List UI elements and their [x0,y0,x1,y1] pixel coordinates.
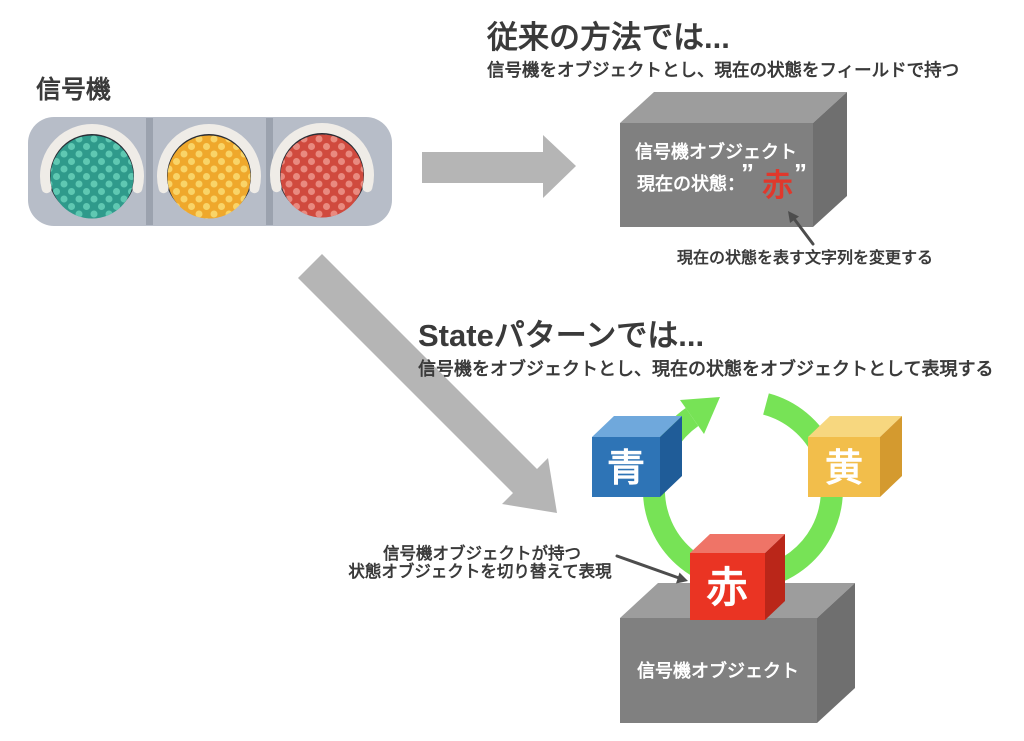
arrow-diagonal-icon [298,254,557,513]
state-cube-blue-label: 青 [607,448,645,490]
state-cube-red-label: 赤 [706,564,748,611]
state-cube-yellow-label: 黄 [825,448,863,490]
quote-close: ” [794,158,807,188]
state-note-line1: 信号機オブジェクトが持つ [383,543,581,563]
cube-front-face [690,553,765,620]
red-light [270,123,374,218]
cube-side-face [880,416,902,497]
box-side-face [813,92,847,227]
state-cube-blue: 青 [592,416,682,497]
current-state-value: 赤 [762,168,793,203]
cube-top-face [808,416,902,437]
conventional-subtitle: 信号機をオブジェクトとし、現在の状態をフィールドで持つ [487,60,959,80]
cube-top-face [690,534,785,553]
conventional-note-group: 現在の状態を表す文字列を変更する [677,211,933,267]
lamp-dots [50,135,134,219]
cube-side-face [660,416,682,497]
quote-open: ” [741,158,754,188]
cube-front-face [592,437,660,497]
cube-top-face [592,416,682,437]
state-note-line2: 状態オブジェクトを切り替えて表現 [348,561,612,581]
note-arrow-line [793,218,815,246]
note-arrow-line [615,554,681,580]
box-side-face [817,583,855,723]
traffic-light-label: 信号機 [36,76,111,104]
green-light [40,124,144,219]
cycle-arrowhead-icon [680,397,720,434]
note-arrowhead-icon [676,572,688,584]
state-pattern-section: Stateパターンでは... 信号機をオブジェクトとし、現在の状態をオブジェクト… [348,318,993,723]
box-front-face [620,123,813,227]
box-top-face [620,92,847,123]
state-box-title: 信号機オブジェクト [637,660,799,681]
cube-front-face [808,437,880,497]
conventional-box-title: 信号機オブジェクト [635,141,797,162]
note-arrowhead-icon [788,211,799,223]
state-cube-yellow: 黄 [808,416,902,497]
traffic-light-illustration: 信号機 [28,76,392,226]
lamp-dots [280,134,364,218]
box-front-face [620,618,817,723]
traffic-light-divider [146,118,153,225]
arrow-right-icon [422,135,576,198]
traffic-light-divider [266,118,273,225]
state-note-group: 信号機オブジェクトが持つ 状態オブジェクトを切り替えて表現 [348,543,688,584]
state-pattern-subtitle: 信号機をオブジェクトとし、現在の状態をオブジェクトとして表現する [418,358,993,379]
lamp-dots [167,135,251,219]
state-pattern-title: Stateパターンでは... [418,318,704,353]
current-state-label: 現在の状態： [637,173,745,194]
cube-side-face [765,534,785,620]
conventional-object-box: 信号機オブジェクト 現在の状態： ” 赤 ” [620,92,847,227]
conventional-section: 従来の方法では... 信号機をオブジェクトとし、現在の状態をフィールドで持つ 信… [486,20,959,267]
conventional-title: 従来の方法では... [486,20,730,55]
state-cube-red: 赤 [690,534,785,620]
yellow-light [157,124,261,219]
conventional-note: 現在の状態を表す文字列を変更する [677,248,933,267]
lamp-visor [157,124,261,194]
lamp-visor [270,123,374,193]
lamp-visor [40,124,144,194]
